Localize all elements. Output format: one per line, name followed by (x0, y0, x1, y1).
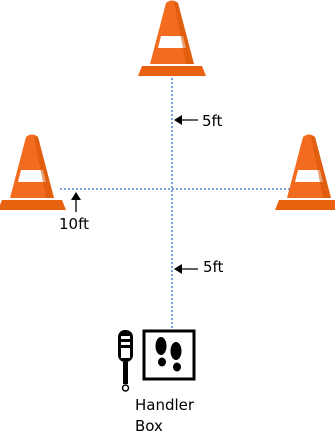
top-distance-label: 5ft (202, 112, 223, 130)
footprints-icon (155, 337, 182, 372)
top-distance-arrow-icon (174, 115, 198, 125)
cone-right-icon (275, 134, 335, 210)
side-distance-arrow-icon (71, 192, 81, 212)
bottom-distance-arrow-icon (174, 264, 198, 274)
side-distance-label: 10ft (59, 215, 89, 233)
cone-top-icon (138, 0, 206, 76)
clicker-icon (118, 330, 133, 392)
handler-box (142, 329, 196, 381)
bottom-distance-label: 5ft (203, 258, 224, 276)
handler-box-label-line1: Handler (135, 396, 195, 414)
handler-box-label-line2: Box (135, 417, 163, 434)
cone-left-icon (0, 134, 66, 210)
